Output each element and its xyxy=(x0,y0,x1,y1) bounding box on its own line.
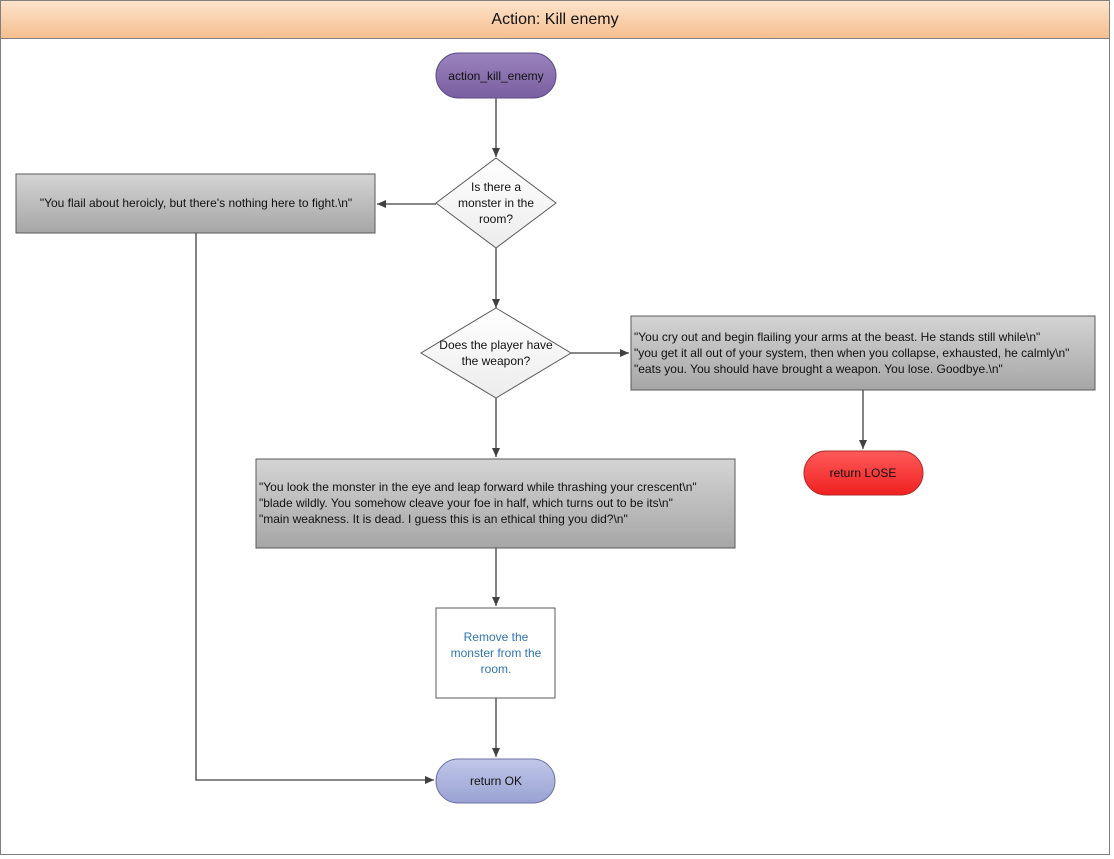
decision-monster-line-2: monster in the xyxy=(458,196,534,210)
remove-monster-process: Remove the monster from the room. xyxy=(435,607,556,699)
return-ok-label: return OK xyxy=(470,774,522,788)
win-text-line-1: "You look the monster in the eye and lea… xyxy=(259,480,697,494)
remove-line-3: room. xyxy=(481,662,512,676)
edge-no-monster-to-return-ok xyxy=(195,233,434,784)
decision-has-weapon: Does the player have the weapon? xyxy=(420,307,572,399)
return-lose-node: return LOSE xyxy=(803,450,924,496)
no-monster-message: "You flail about heroicly, but there's n… xyxy=(15,173,376,234)
start-node: action_kill_enemy xyxy=(435,52,557,99)
return-lose-label: return LOSE xyxy=(830,466,897,480)
lose-text-line-2: "you get it all out of your system, then… xyxy=(634,346,1069,360)
no-monster-text: "You flail about heroicly, but there's n… xyxy=(40,196,352,210)
lose-text-line-1: "You cry out and begin flailing your arm… xyxy=(634,330,1040,344)
remove-line-1: Remove the xyxy=(464,630,529,644)
connectors xyxy=(195,98,867,784)
remove-line-2: monster from the xyxy=(451,646,542,660)
diagram-title: Action: Kill enemy xyxy=(1,1,1109,39)
return-ok-node: return OK xyxy=(435,758,556,804)
lose-message: "You cry out and begin flailing your arm… xyxy=(630,315,1096,391)
decision-weapon-line-1: Does the player have xyxy=(439,338,553,352)
start-label: action_kill_enemy xyxy=(448,69,543,83)
decision-monster-in-room: Is there a monster in the room? xyxy=(435,157,557,249)
decision-monster-line-3: room? xyxy=(479,212,513,226)
decision-monster-line-1: Is there a xyxy=(471,180,521,194)
decision-weapon-line-2: the weapon? xyxy=(462,354,531,368)
win-text-line-2: "blade wildly. You somehow cleave your f… xyxy=(259,496,673,510)
lose-text-line-3: "eats you. You should have brought a wea… xyxy=(634,362,1003,376)
win-text-line-3: "main weakness. It is dead. I guess this… xyxy=(259,512,628,526)
win-message: "You look the monster in the eye and lea… xyxy=(255,458,736,549)
